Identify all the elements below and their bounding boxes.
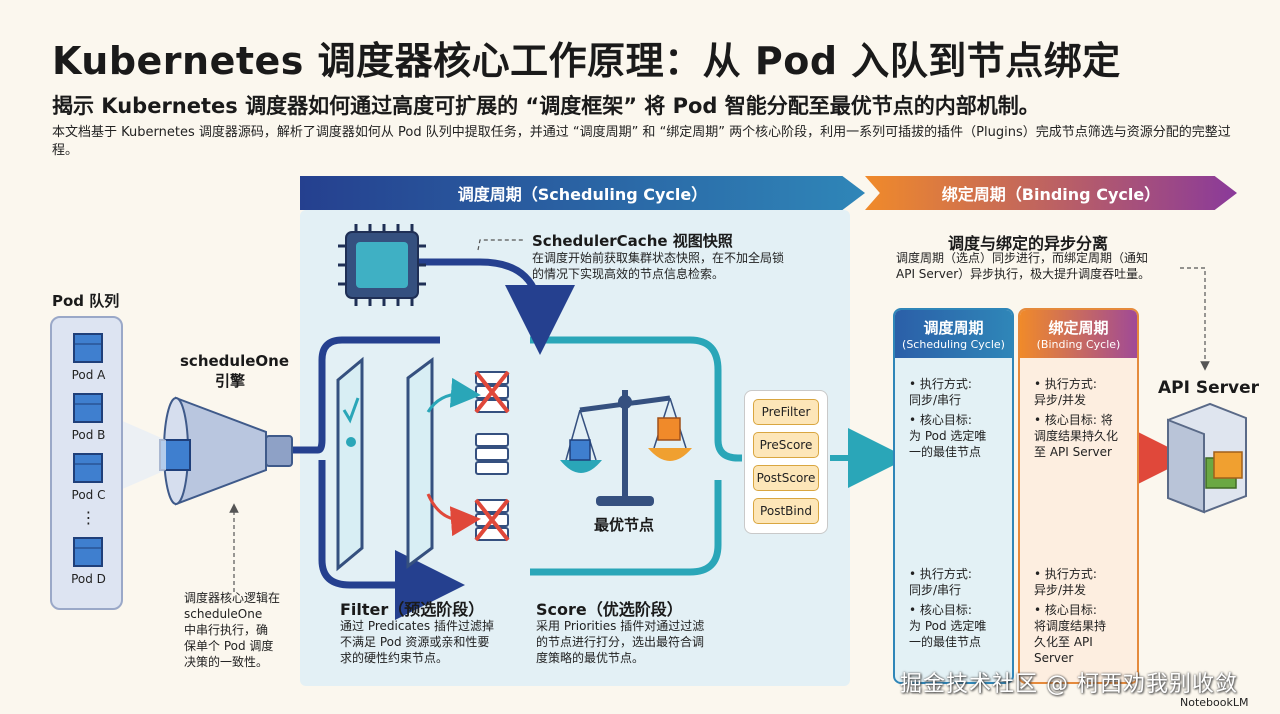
plugin-prefilter: PreFilter [753, 399, 819, 425]
cache-desc: 在调度开始前获取集群状态快照，在不加全局锁 的情况下实现高效的节点信息检索。 [532, 251, 785, 281]
scheduleone-funnel-icon [120, 396, 293, 506]
bind-card-subtitle: (Binding Cycle) [1036, 338, 1121, 351]
filter-title: Filter（预选阶段） [340, 600, 485, 619]
best-node-label: 最优节点 [594, 516, 655, 534]
pod-item-label: Pod B [71, 428, 106, 442]
page-title: Kubernetes 调度器核心工作原理：从 Pod 入队到节点绑定 [52, 39, 1121, 83]
binding-cycle-banner: 绑定周期（Binding Cycle） [865, 176, 1237, 210]
cache-to-filter-arrow [418, 258, 575, 355]
api-server-icon [1167, 402, 1247, 514]
pod-ellipsis: ⋮ [80, 508, 97, 527]
pod-cube-icon [72, 392, 104, 428]
balance-scale-icon [560, 390, 692, 506]
engine-to-filter-flow [292, 336, 440, 454]
pod-cube-icon [72, 452, 104, 488]
pod-cube-icon [72, 536, 104, 572]
async-desc: 调度周期（选点）同步进行，而绑定周期（通知 API Server）异步执行，极大… [896, 251, 1151, 281]
scheduling-cycle-card: 调度周期 (Scheduling Cycle) • 执行方式: 同步/串行 • … [893, 308, 1014, 684]
pod-item-label: Pod A [71, 368, 106, 382]
filter-loop [318, 460, 465, 620]
bind-card-title: 绑定周期 [1048, 319, 1109, 337]
pod-item-label: Pod C [71, 488, 106, 502]
scheduling-cycle-banner: 调度周期（Scheduling Cycle） [300, 176, 865, 210]
cache-callout-line [477, 239, 525, 251]
sched-card-bottom: • 执行方式: 同步/串行 • 核心目标: 为 Pod 选定唯 一的最佳节点 [909, 567, 987, 649]
brand-label: NotebookLM [1180, 696, 1249, 709]
sched-card-subtitle: (Scheduling Cycle) [902, 338, 1005, 351]
scheduler-cache-chip-icon [338, 224, 426, 306]
pod-queue-title: Pod 队列 [52, 292, 120, 310]
filter-panes-icon [336, 356, 434, 572]
page-subtitle: 揭示 Kubernetes 调度器如何通过高度可扩展的 “调度框架” 将 Pod… [52, 94, 1040, 118]
cache-title: SchedulerCache 视图快照 [532, 232, 733, 250]
api-server-label: API Server [1158, 378, 1260, 398]
sched-card-top: • 执行方式: 同步/串行 • 核心目标: 为 Pod 选定唯 一的最佳节点 [909, 377, 987, 459]
filter-desc: 通过 Predicates 插件过滤掉 不满足 Pod 资源或亲和性要 求的硬性… [340, 619, 494, 665]
bind-card-bottom: • 执行方式: 异步/并发 • 核心目标: 将调度结果持 久化至 API Ser… [1034, 567, 1107, 665]
score-loop [530, 336, 742, 462]
sched-card-title: 调度周期 [923, 319, 984, 337]
watermark: 掘金技术社区 @ 柯西劝我别收敛 [900, 672, 1238, 697]
api-callout-line [1180, 267, 1210, 371]
pod-cube-icon [72, 332, 104, 368]
score-loop-bottom [530, 480, 722, 576]
async-title: 调度与绑定的异步分离 [948, 234, 1109, 253]
plugin-postbind: PostBind [753, 498, 819, 524]
score-title: Score（优选阶段） [536, 600, 683, 619]
pod-queue: Pod A Pod B Pod C ⋮ Pod D [50, 316, 123, 610]
engine-note: 调度器核心逻辑在 scheduleOne 中串行执行，确 保单个 Pod 调度 … [184, 591, 281, 669]
page-description: 本文档基于 Kubernetes 调度器源码，解析了调度器如何从 Pod 队列中… [52, 125, 1231, 158]
binding-cycle-card: 绑定周期 (Binding Cycle) • 执行方式: 异步/并发 • 核心目… [1018, 308, 1139, 684]
engine-label: scheduleOne 引擎 [180, 352, 290, 390]
plugin-prescore: PreScore [753, 432, 819, 458]
pod-item-label: Pod D [71, 572, 106, 586]
plugins-box: PreFilter PreScore PostScore PostBind [744, 390, 828, 534]
candidate-nodes-icon [426, 370, 510, 542]
bind-card-top: • 执行方式: 异步/并发 • 核心目标: 将 调度结果持久化 至 API Se… [1034, 377, 1119, 459]
score-desc: 采用 Priorities 插件对通过过滤 的节点进行打分，选出最符合调 度策略… [536, 619, 705, 665]
plugin-postscore: PostScore [753, 465, 819, 491]
